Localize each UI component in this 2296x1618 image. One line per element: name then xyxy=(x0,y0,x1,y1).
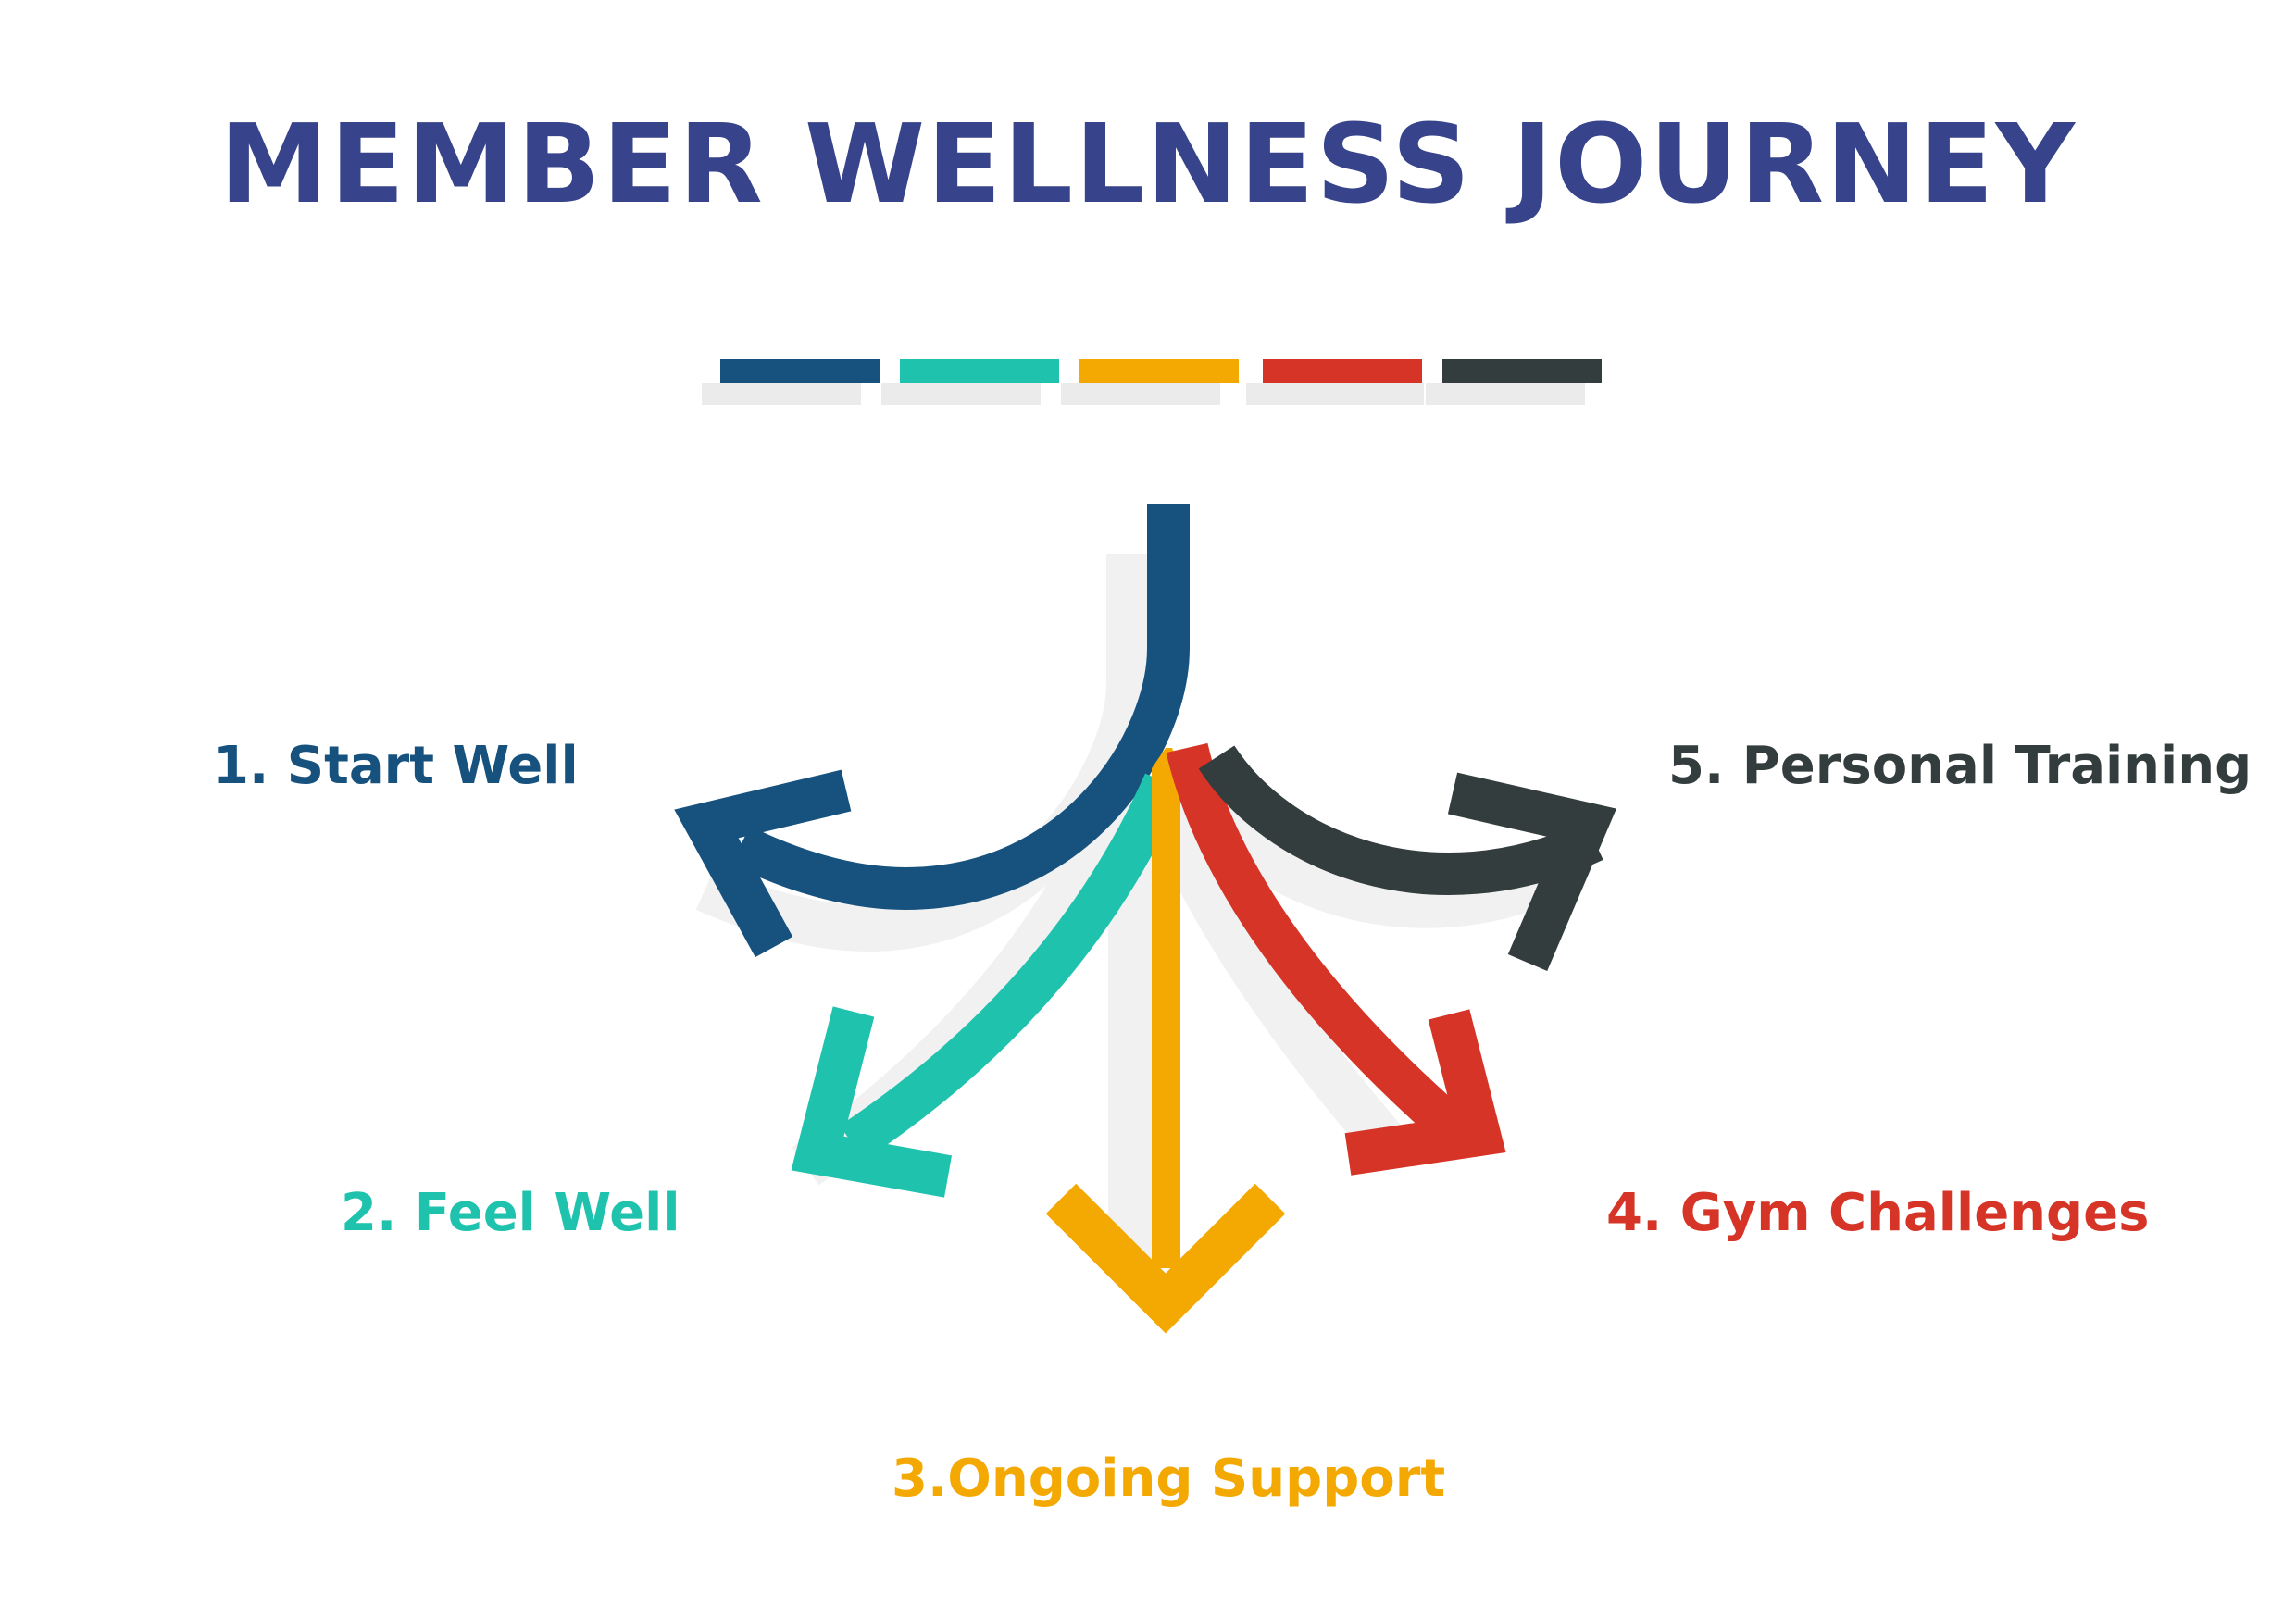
color-bar-red xyxy=(1263,359,1422,383)
color-bar-blue xyxy=(720,359,880,383)
step-label-start-well: 1. Start Well xyxy=(213,736,579,796)
arrow-feel-well xyxy=(791,773,1185,1198)
color-bar-shadow xyxy=(1061,383,1220,405)
page-title: MEMBER WELLNESS JOURNEY xyxy=(219,100,2077,228)
color-bar-dark xyxy=(1442,359,1602,383)
arrow-gym-challenges xyxy=(1166,742,1506,1176)
arrow-personal-training xyxy=(1198,745,1616,972)
color-bar-teal xyxy=(900,359,1059,383)
color-bar-shadow xyxy=(702,383,861,405)
color-bar-yellow xyxy=(1079,359,1239,383)
step-label-feel-well: 2. Feel Well xyxy=(341,1183,680,1243)
step-label-personal-training: 5. Personal Training xyxy=(1668,736,2252,796)
arrow-ongoing-support xyxy=(1045,748,1286,1334)
color-bar-shadow xyxy=(1426,383,1585,405)
arrow-start-well xyxy=(674,504,1190,958)
step-label-gym-challenges: 4. Gym Challenges xyxy=(1606,1183,2150,1243)
color-bar-shadow xyxy=(881,383,1041,405)
color-bar-shadow xyxy=(1246,383,1424,405)
step-label-ongoing-support: 3.Ongoing Support xyxy=(892,1449,1446,1509)
